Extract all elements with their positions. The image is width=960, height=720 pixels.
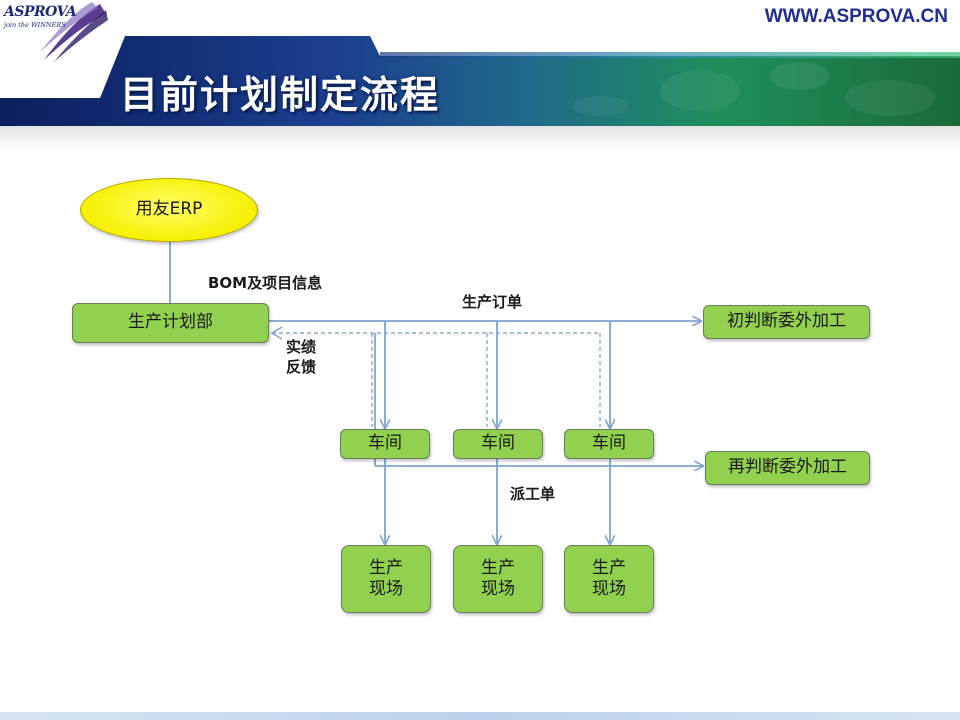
logo-swoosh-icon <box>40 2 108 62</box>
node-workshop-2: 车间 <box>453 429 543 459</box>
label-feedback: 实绩 反馈 <box>286 338 326 377</box>
node-production-site-2: 生产 现场 <box>453 545 543 613</box>
node-outsource-re: 再判断委外加工 <box>705 451 870 485</box>
node-site-label-line1: 生产 <box>369 557 403 578</box>
label-feedback-line1: 实绩 <box>286 338 317 356</box>
node-erp-label: 用友ERP <box>135 199 203 220</box>
node-production-site-1: 生产 现场 <box>341 545 431 613</box>
node-production-site-3: 生产 现场 <box>564 545 654 613</box>
node-erp: 用友ERP <box>80 178 258 242</box>
node-site-label-line2: 现场 <box>481 579 515 599</box>
node-workshop-1: 车间 <box>340 429 430 459</box>
label-dispatch-order: 派工单 <box>510 485 556 503</box>
node-workshop-3: 车间 <box>564 429 654 459</box>
label-feedback-line2: 反馈 <box>286 357 317 376</box>
banner-shadow <box>0 126 960 150</box>
node-outsource-initial-label: 初判断委外加工 <box>727 311 846 332</box>
node-workshop-label: 车间 <box>481 433 515 454</box>
node-planning-dept: 生产计划部 <box>72 303 269 343</box>
logo-tagline: join the WINNERS <box>4 21 66 29</box>
node-workshop-label: 车间 <box>592 433 626 454</box>
footer-band <box>0 712 960 720</box>
node-site-label-line1: 生产 <box>481 557 515 578</box>
asprova-logo: ASPROVA join the WINNERS <box>4 2 114 62</box>
logo-name: ASPROVA <box>4 4 77 20</box>
node-site-label-line2: 现场 <box>592 579 626 599</box>
feedback-arrowhead <box>270 326 283 340</box>
node-workshop-label: 车间 <box>368 433 402 454</box>
node-outsource-re-label: 再判断委外加工 <box>728 457 847 478</box>
title-banner <box>0 36 960 126</box>
node-planning-dept-label: 生产计划部 <box>128 312 213 333</box>
label-production-order: 生产订单 <box>462 293 523 311</box>
page-title: 目前计划制定流程 <box>120 73 441 117</box>
node-site-label-line2: 现场 <box>369 579 403 599</box>
website-url[interactable]: WWW.ASPROVA.CN <box>764 6 948 27</box>
node-outsource-initial: 初判断委外加工 <box>703 305 870 339</box>
label-bom-info: BOM及项目信息 <box>208 274 323 292</box>
node-site-label-line1: 生产 <box>592 557 626 578</box>
